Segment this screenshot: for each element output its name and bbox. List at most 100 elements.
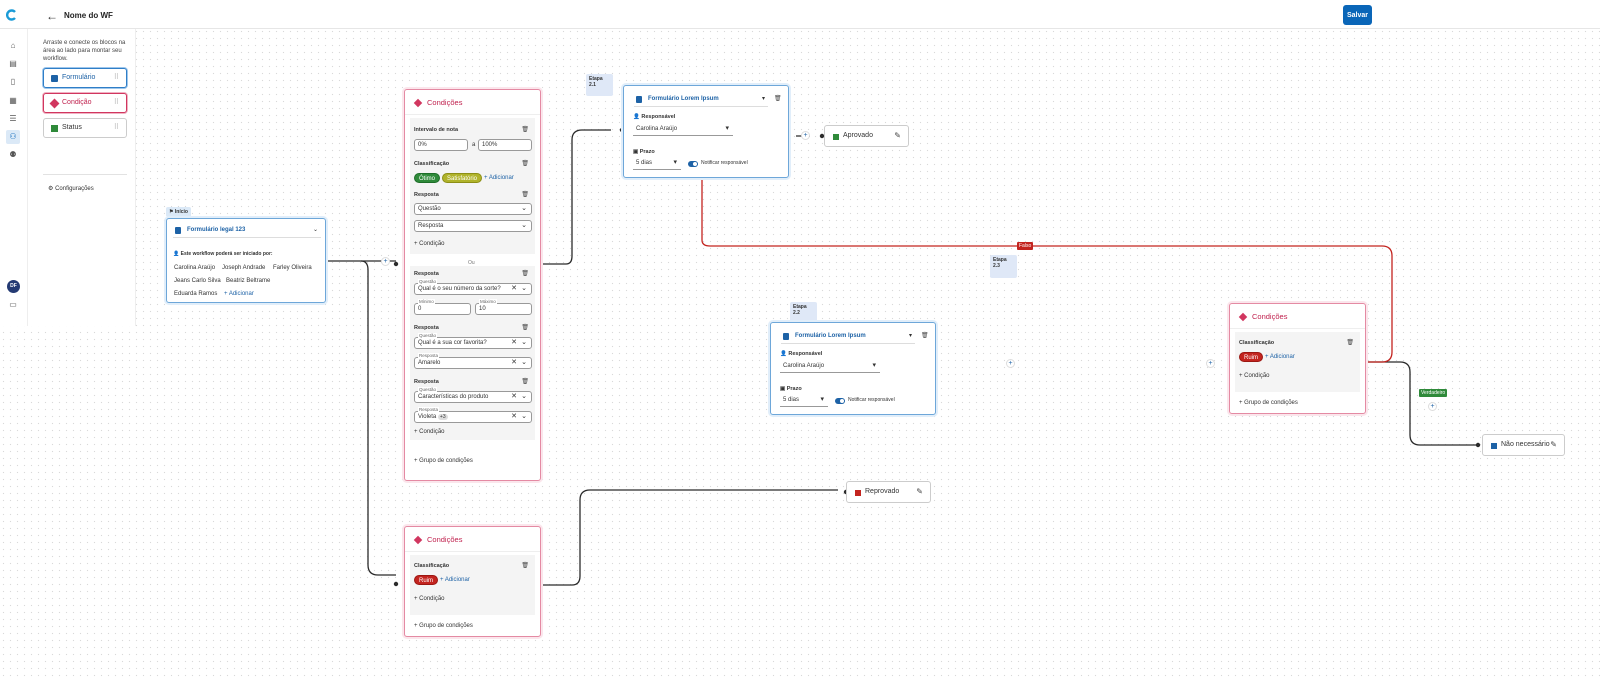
classification-chip[interactable]: Ótimo [414, 173, 441, 183]
trash-icon[interactable]: 🗑 [521, 379, 529, 385]
people-icon[interactable]: ⚉ [9, 150, 17, 159]
clear-icon[interactable]: ✕ [511, 339, 517, 346]
trash-icon[interactable]: 🗑 [774, 96, 782, 102]
add-group-button[interactable]: + Grupo de condições [414, 623, 473, 629]
answer-select[interactable]: Resposta⌄ [414, 220, 532, 232]
search-doc-icon[interactable]: ▤ [9, 59, 17, 68]
stage-form-select[interactable]: Formulário Lorem Ipsum ▾ [781, 330, 915, 344]
trash-icon[interactable]: 🗑 [521, 271, 529, 277]
deadline-select[interactable]: 5 dias▾ [780, 395, 828, 407]
drag-handle-icon[interactable]: ⠿ [113, 74, 119, 81]
user-item: Eduarda Ramos [174, 291, 218, 297]
classification-chip[interactable]: Satisfatório [442, 173, 483, 183]
start-form-select[interactable]: Formulário legal 123 ⌄ [173, 224, 321, 238]
add-classification-link[interactable]: + Adicionar [1265, 354, 1295, 360]
add-node-button[interactable]: + [381, 257, 390, 266]
trash-icon[interactable]: 🗑 [921, 333, 929, 339]
trash-icon[interactable]: 🗑 [521, 325, 529, 331]
deadline-label: Prazo [639, 149, 655, 155]
responsible-heading: 👤 Responsável [633, 114, 676, 120]
home-icon[interactable]: ⌂ [10, 41, 16, 50]
more-chip[interactable]: +3 [437, 414, 448, 420]
responsible-label: Responsável [641, 114, 676, 120]
drag-handle-icon[interactable]: ⠿ [113, 99, 119, 106]
add-condition-button[interactable]: + Condição [414, 241, 445, 247]
start-tag-label: Início [174, 209, 188, 215]
chevron-down-icon[interactable]: ▾ [908, 333, 912, 339]
responsible-select[interactable]: Carolina Araújo▾ [633, 124, 733, 136]
add-group-button[interactable]: + Grupo de condições [414, 458, 473, 464]
clear-icon[interactable]: ✕ [511, 359, 517, 366]
add-condition-button[interactable]: + Condição [1239, 373, 1270, 379]
document-icon[interactable]: ▯ [10, 77, 16, 86]
classification-chip[interactable]: Ruim [1239, 352, 1264, 362]
app-logo-icon[interactable] [6, 9, 18, 21]
palette-status-block[interactable]: Status ⠿ [43, 118, 127, 138]
responsible-select[interactable]: Carolina Araújo▾ [780, 361, 880, 373]
status-not-needed[interactable]: Não necessário ✎ [1482, 434, 1565, 456]
status-rejected[interactable]: Reprovado ✎ [846, 481, 931, 503]
library-icon[interactable]: ▦ [9, 96, 17, 105]
divider [43, 174, 127, 175]
notify-toggle[interactable] [835, 398, 845, 404]
trash-icon[interactable]: 🗑 [521, 563, 529, 569]
conditions-card-bottom[interactable]: Condições Classificação 🗑 Ruim + Adicion… [404, 526, 541, 637]
edit-icon[interactable]: ✎ [1550, 440, 1557, 449]
edit-icon[interactable]: ✎ [894, 131, 901, 140]
add-classification-link[interactable]: + Adicionar [440, 577, 470, 583]
stage-card-2-2[interactable]: Formulário Lorem Ipsum ▾ 🗑 👤 Responsável… [770, 322, 936, 415]
add-group-button[interactable]: + Grupo de condições [1239, 400, 1298, 406]
palette-condition-block[interactable]: Condição ⠿ [43, 93, 127, 113]
add-node-button[interactable]: + [801, 131, 810, 140]
back-arrow-icon[interactable]: ← [46, 9, 58, 23]
report-icon[interactable]: ▭ [9, 300, 17, 309]
stage-form-select[interactable]: Formulário Lorem Ipsum ▾ [634, 93, 768, 107]
edit-icon[interactable]: ✎ [916, 487, 923, 496]
palette-form-block[interactable]: Formulário ⠿ [43, 68, 127, 88]
trash-icon[interactable]: 🗑 [521, 192, 529, 198]
save-button[interactable]: Salvar [1343, 5, 1372, 25]
workflow-icon[interactable]: ⚇ [6, 130, 20, 144]
add-condition-button[interactable]: + Condição [414, 596, 445, 602]
conditions-card-main[interactable]: Condições Intervalo de nota 🗑 0% a 100% … [404, 89, 541, 481]
chevron-down-icon[interactable]: ⌄ [312, 227, 318, 233]
add-node-button[interactable]: + [1206, 359, 1215, 368]
status-approved[interactable]: Aprovado ✎ [824, 125, 909, 147]
add-condition-button[interactable]: + Condição [414, 429, 445, 435]
start-card[interactable]: Formulário legal 123 ⌄ 👤 Este workflow p… [166, 218, 326, 303]
checklist-icon[interactable]: ☰ [9, 114, 17, 123]
interval-from-input[interactable]: 0% [414, 139, 468, 151]
interval-to-input[interactable]: 100% [478, 139, 532, 151]
settings-link[interactable]: ⚙ Configurações [48, 185, 94, 192]
add-node-button[interactable]: + [1428, 402, 1437, 411]
add-classification-link[interactable]: + Adicionar [484, 175, 514, 181]
clear-icon[interactable]: ✕ [511, 393, 517, 400]
notify-toggle[interactable] [688, 161, 698, 167]
add-user-link[interactable]: + Adicionar [224, 291, 254, 297]
form-name: Formulário Lorem Ipsum [648, 96, 719, 102]
question-select[interactable]: Questão⌄ [414, 203, 532, 215]
diamond-icon [49, 98, 60, 109]
stage-card-2-1[interactable]: Formulário Lorem Ipsum ▾ 🗑 👤 Responsável… [623, 85, 789, 178]
trash-icon[interactable]: 🗑 [521, 127, 529, 133]
deadline-select[interactable]: 5 dias▾ [633, 158, 681, 170]
add-node-button[interactable]: + [1006, 359, 1015, 368]
classification-chip[interactable]: Ruim [414, 575, 439, 585]
chevron-down-icon[interactable]: ▾ [761, 96, 765, 102]
clear-icon[interactable]: ✕ [511, 285, 517, 292]
stage-tag: Etapa 2.1 [586, 74, 613, 96]
trash-icon[interactable]: 🗑 [521, 161, 529, 167]
trash-icon[interactable]: 🗑 [1346, 340, 1354, 346]
conditions-card-right[interactable]: Condições Classificação 🗑 Ruim + Adicion… [1229, 303, 1366, 414]
responsible-value: Carolina Araújo [636, 126, 678, 132]
drag-handle-icon[interactable]: ⠿ [113, 124, 119, 131]
clear-icon[interactable]: ✕ [511, 413, 517, 420]
user-avatar[interactable]: DF [7, 280, 20, 293]
